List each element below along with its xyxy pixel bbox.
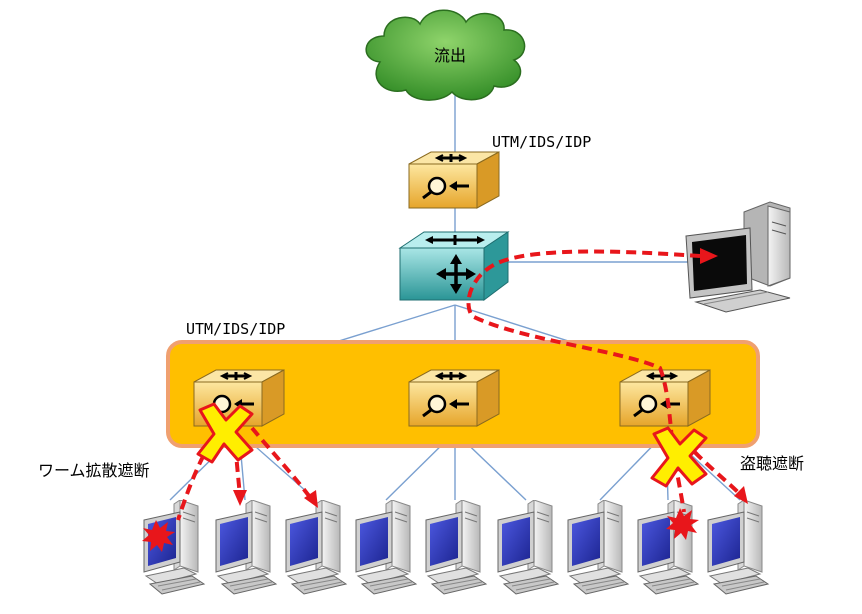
client-pc xyxy=(425,500,487,595)
client-pc xyxy=(285,500,347,595)
eavesdrop-block-label: 盗聴遮断 xyxy=(740,454,805,473)
block-x-icon xyxy=(650,426,708,488)
client-pcs xyxy=(143,500,769,595)
ids-appliance-middle xyxy=(407,368,501,428)
client-pc xyxy=(497,500,559,595)
utm-top-label: UTM/IDS/IDP xyxy=(492,133,592,151)
client-pc xyxy=(355,500,417,595)
cloud-label: 流出 xyxy=(434,46,467,65)
client-pc xyxy=(567,500,629,595)
ids-appliance-top xyxy=(407,150,501,210)
client-pc xyxy=(707,500,769,595)
infection-burst-icon xyxy=(142,508,699,552)
worm-block-label: ワーム拡散遮断 xyxy=(38,461,150,480)
utm-group-label: UTM/IDS/IDP xyxy=(186,320,286,338)
cloud-internet xyxy=(365,9,526,101)
ids-appliance-right xyxy=(618,368,712,428)
attacker-pc xyxy=(685,201,791,313)
block-x-icon xyxy=(196,402,254,464)
client-pc xyxy=(215,500,277,595)
core-switch xyxy=(398,231,510,301)
attack-arrowheads xyxy=(233,248,748,508)
